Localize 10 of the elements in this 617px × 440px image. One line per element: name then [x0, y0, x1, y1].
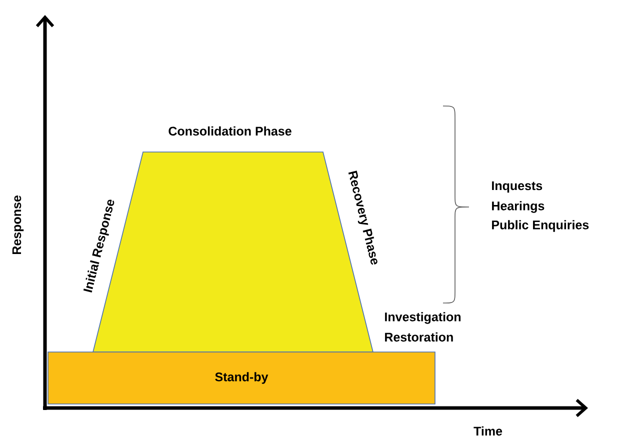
axis-label: Response	[12, 196, 24, 254]
phase-label: Restoration	[385, 332, 453, 342]
phase-list-item: Public Enquiries	[492, 220, 589, 232]
phase-label: Recovery Phase	[348, 170, 378, 265]
phase-list-item: Hearings	[492, 201, 544, 213]
stand-by-bar: Stand-by	[48, 352, 436, 404]
phase-list-item: Inquests	[492, 181, 542, 193]
axis-label: Time	[474, 426, 502, 436]
phase-label: Investigation	[385, 312, 461, 324]
node-label: Consolidation Phase	[168, 126, 292, 136]
